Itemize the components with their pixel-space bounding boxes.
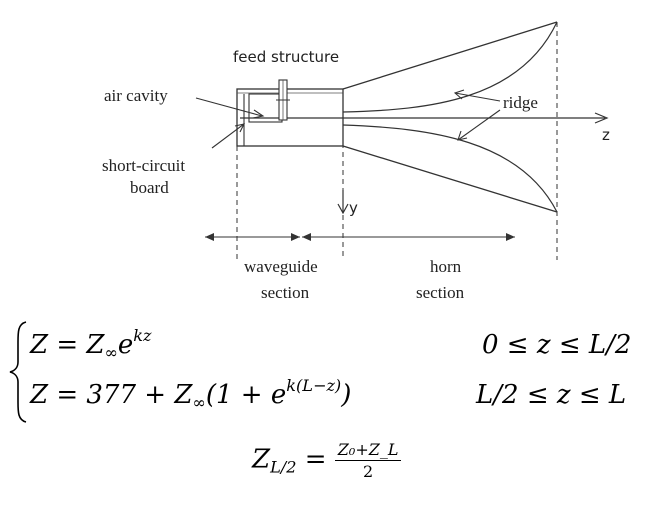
horn-upper-wall bbox=[342, 21, 558, 90]
ridge-leader-lower-arrowhead bbox=[457, 130, 468, 141]
eq3-numerator: Z₀+Z_L bbox=[334, 440, 402, 461]
waveguide-dimension-right-arrow bbox=[291, 233, 300, 241]
air-cavity-leader bbox=[195, 97, 263, 117]
eq1-exponent: kz bbox=[133, 325, 152, 345]
feed-structure-label: feed structure bbox=[233, 48, 339, 66]
short-circuit-leader bbox=[211, 123, 245, 149]
eq2-mid: (1 + e bbox=[205, 380, 287, 410]
horn-dimension-right-arrow bbox=[506, 233, 515, 241]
eq3-subscript: L/2 bbox=[270, 457, 297, 477]
lower-ridge-curve bbox=[342, 124, 558, 213]
piecewise-brace bbox=[9, 321, 27, 423]
eq2-inf-subscript: ∞ bbox=[192, 392, 206, 412]
eq2-close: ) bbox=[341, 380, 352, 410]
short-circuit-label-line1: short-circuit bbox=[102, 156, 185, 175]
air-cavity-label: air cavity bbox=[104, 86, 168, 105]
eq3-equals: = bbox=[296, 444, 335, 475]
horn-lower-wall bbox=[342, 145, 558, 213]
horn-dimension-left-arrow bbox=[302, 233, 311, 241]
eq3-lhs: Z bbox=[252, 444, 271, 475]
ridge-leader-upper bbox=[454, 92, 501, 102]
horn-section-label-line2: section bbox=[416, 283, 465, 302]
ridge-leader-upper-arrowhead bbox=[453, 89, 465, 100]
waveguide-section-label-line1: waveguide bbox=[244, 257, 318, 276]
eq2-condition-text: L/2 ≤ z ≤ L bbox=[476, 380, 627, 410]
waveguide-dimension-left-arrow bbox=[205, 233, 214, 241]
eq1-e: e bbox=[117, 330, 134, 360]
equation-2: Z = 377 + Z∞(1 + ek(L−z)) bbox=[30, 377, 352, 412]
short-circuit-leader-arrowhead bbox=[234, 123, 246, 133]
equation-1-condition: 0 ≤ z ≤ L/2 bbox=[482, 330, 631, 360]
eq1-inf-subscript: ∞ bbox=[104, 342, 118, 362]
horn-antenna-diagram: z y feed structure air cavity short-circ… bbox=[102, 21, 610, 302]
equation-1: Z = Z∞ekz bbox=[30, 327, 152, 362]
horn-section-label-line1: horn bbox=[430, 257, 462, 276]
air-cavity-leader-arrowhead bbox=[252, 109, 265, 119]
eq1-lhs: Z = Z bbox=[30, 330, 105, 360]
eq2-exponent: k(L−z) bbox=[286, 375, 342, 395]
y-axis-arrowhead bbox=[337, 203, 349, 215]
eq1-condition-text: 0 ≤ z ≤ L/2 bbox=[482, 330, 632, 360]
equation-2-condition: L/2 ≤ z ≤ L bbox=[476, 380, 626, 410]
waveguide-section-label-line2: section bbox=[261, 283, 310, 302]
eq2-lhs: Z = 377 + Z bbox=[30, 380, 193, 410]
eq3-denominator: 2 bbox=[363, 462, 374, 481]
y-axis-label: y bbox=[349, 199, 358, 217]
ridge-leader-lower bbox=[457, 109, 501, 141]
z-axis-label: z bbox=[602, 126, 610, 144]
short-circuit-label-line2: board bbox=[130, 178, 169, 197]
ridge-label: ridge bbox=[503, 93, 538, 112]
z-axis-arrowhead bbox=[594, 112, 609, 124]
